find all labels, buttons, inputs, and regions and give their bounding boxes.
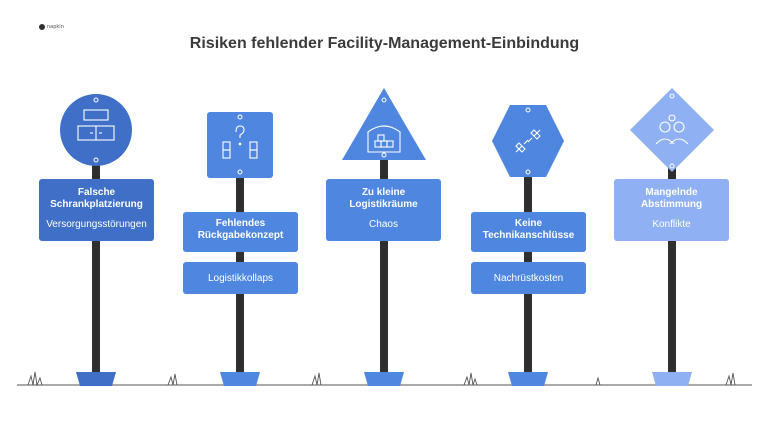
risk-consequence-3: Chaos bbox=[369, 219, 398, 230]
mount-dot-3-2 bbox=[381, 152, 387, 158]
sign-post-1 bbox=[60, 94, 132, 386]
pole-base-1 bbox=[76, 372, 116, 386]
risk-consequence-2-label: Logistikkollaps bbox=[207, 272, 274, 284]
sign-triangle-3 bbox=[342, 88, 426, 160]
logo-mark-icon bbox=[39, 24, 45, 30]
mount-dot-2-2 bbox=[237, 169, 243, 175]
risk-heading-5: Mangelnde Abstimmung bbox=[640, 187, 703, 210]
risk-board-1: Falsche Schrankplatzierung Versorgungsst… bbox=[39, 179, 154, 241]
mount-dot-3-1 bbox=[381, 97, 387, 103]
risk-board-2: Fehlendes Rückgabekonzept bbox=[183, 212, 298, 252]
mount-dot-4-2 bbox=[525, 169, 531, 175]
mount-dot-1-2 bbox=[93, 157, 99, 163]
storage-room-icon bbox=[367, 125, 401, 153]
people-gear-icon bbox=[655, 114, 689, 145]
mount-dot-4-1 bbox=[525, 107, 531, 113]
sign-post-5 bbox=[630, 88, 714, 386]
sign-diamond-5 bbox=[630, 88, 714, 172]
risk-heading-1: Falsche Schrankplatzierung bbox=[50, 187, 143, 210]
pole-5 bbox=[668, 150, 676, 374]
grass-tufts bbox=[27, 371, 736, 387]
risk-consequence-4: Nachrüstkosten bbox=[471, 262, 586, 294]
pole-3 bbox=[380, 150, 388, 374]
sign-post-3 bbox=[342, 88, 426, 386]
pole-base-4 bbox=[508, 372, 548, 386]
risk-consequence-1: Versorgungsstörungen bbox=[46, 219, 147, 230]
risk-board-3: Zu kleine Logistikräume Chaos bbox=[326, 179, 441, 241]
logo-text: napkin bbox=[47, 24, 64, 30]
diagram-title: Risiken fehlender Facility-Management-Ei… bbox=[189, 35, 580, 52]
sign-hexagon-4 bbox=[492, 105, 564, 177]
boxes-question-icon bbox=[222, 125, 258, 159]
pole-base-5 bbox=[652, 372, 692, 386]
cabinet-icon bbox=[77, 109, 115, 141]
risk-heading-3: Zu kleine Logistikräume bbox=[349, 187, 418, 210]
risk-board-5: Mangelnde Abstimmung Konflikte bbox=[614, 179, 729, 241]
brand-logo: napkin bbox=[39, 24, 64, 30]
pole-base-2 bbox=[220, 372, 260, 386]
mount-dot-5-1 bbox=[669, 93, 675, 99]
mount-dot-1-1 bbox=[93, 97, 99, 103]
risk-heading-4: Keine Technikanschlüsse bbox=[482, 218, 575, 241]
risk-board-4: Keine Technikanschlüsse bbox=[471, 212, 586, 252]
mount-dot-2-1 bbox=[237, 114, 243, 120]
plug-icon bbox=[515, 129, 541, 153]
risk-consequence-5: Konflikte bbox=[652, 219, 691, 230]
risk-heading-2: Fehlendes Rückgabekonzept bbox=[197, 218, 284, 241]
pole-base-3 bbox=[364, 372, 404, 386]
risk-consequence-2: Logistikkollaps bbox=[183, 262, 298, 294]
pole-1 bbox=[92, 150, 100, 374]
mount-dot-5-2 bbox=[669, 163, 675, 169]
risk-consequence-4-label: Nachrüstkosten bbox=[493, 272, 564, 284]
